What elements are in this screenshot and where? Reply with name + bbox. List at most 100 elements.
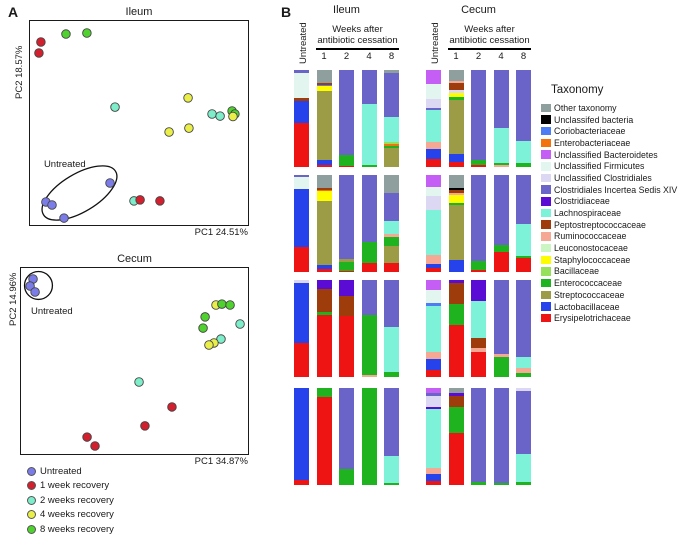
scatter-point xyxy=(82,432,92,442)
stacked-bar xyxy=(426,175,441,272)
weeks-header-line2: antibiotic cessation xyxy=(317,35,398,47)
bar-segment-lab xyxy=(294,101,309,124)
bar-ileum-title: Ileum xyxy=(333,4,360,16)
stacked-bar xyxy=(493,388,509,485)
bar-segment-ucl xyxy=(426,196,441,210)
bar-ileum-untreated-label: Untreated xyxy=(298,22,309,64)
taxonomy-label: Streptococcaceae xyxy=(554,289,625,300)
bar-group-cecum: Cecum Untreated Weeks after antibiotic c… xyxy=(426,0,532,543)
scatter-point xyxy=(228,111,238,122)
stacked-bar xyxy=(316,280,332,377)
recovery-legend-dot xyxy=(27,481,36,491)
recovery-legend-item: 2 weeks recovery xyxy=(27,493,114,508)
taxonomy-legend-item: Bacillaceae xyxy=(541,266,677,278)
scatter-point xyxy=(30,287,40,297)
bar-group-ileum: Ileum Untreated Weeks after antibiotic c… xyxy=(294,0,400,543)
bar-segment-oth xyxy=(384,175,399,194)
bar-segment-cis xyxy=(516,175,531,224)
recovery-legend-label: 4 weeks recovery xyxy=(40,509,114,521)
stacked-bar xyxy=(516,280,531,377)
bar-segment-ery xyxy=(294,123,309,167)
scatter-point xyxy=(140,421,150,431)
taxonomy-legend-item: Staphylococcaceae xyxy=(541,254,677,266)
taxonomy-legend-item: Lachnospiraceae xyxy=(541,207,677,219)
bar-segment-cis xyxy=(384,193,399,221)
taxonomy-legend-title: Taxonomy xyxy=(551,84,604,96)
scatter-point xyxy=(204,340,214,350)
stacked-bar xyxy=(493,175,509,272)
stacked-bar xyxy=(339,70,354,167)
bar-segment-ery xyxy=(448,324,464,377)
stacked-bar xyxy=(471,388,486,485)
bar-segment-cis xyxy=(516,280,531,357)
bar-segment-unb xyxy=(448,187,464,190)
bar-segment-bac xyxy=(426,280,441,290)
pca-ileum-title: Ileum xyxy=(125,6,153,18)
weeks-header-line2: antibiotic cessation xyxy=(449,35,530,47)
taxonomy-legend-item: Other taxonomy xyxy=(541,102,677,114)
scatter-point xyxy=(184,123,194,133)
bar-segment-cor xyxy=(426,303,441,307)
untreated-cluster-outline xyxy=(23,270,54,301)
bar-segment-enc xyxy=(361,388,377,485)
bar-segment-str xyxy=(384,245,399,264)
bar-segment-fir xyxy=(294,176,309,189)
bar-segment-clo xyxy=(316,280,332,289)
recovery-legend-item: 1 week recovery xyxy=(27,479,114,494)
bar-segment-rum xyxy=(448,80,464,83)
taxonomy-label: Bacillaceae xyxy=(554,266,599,277)
bar-segment-enc xyxy=(448,407,464,433)
bar-segment-enc xyxy=(384,483,399,485)
bar-segment-lac xyxy=(384,455,399,484)
bar-segment-lac xyxy=(516,223,531,256)
bar-segment-enc xyxy=(448,304,464,325)
bar-segment-ery xyxy=(339,271,354,272)
bar-segment-ery xyxy=(471,165,486,167)
bar-segment-ery xyxy=(294,343,309,377)
bar-segment-cis xyxy=(339,70,354,156)
stacked-bar xyxy=(384,280,399,377)
bar-segment-pep xyxy=(294,98,309,102)
bar-segment-enc xyxy=(339,155,354,167)
bar-segment-enc xyxy=(493,483,509,485)
taxonomy-legend-item: Leuconostocaceae xyxy=(541,242,677,254)
bar-segment-ery xyxy=(426,268,441,272)
bar-segment-oth xyxy=(448,388,464,393)
bar-segment-ucl xyxy=(516,388,531,391)
bar-segment-str xyxy=(448,205,464,261)
scatter-point xyxy=(183,93,193,103)
bar-segment-lab xyxy=(316,265,332,270)
scatter-point xyxy=(110,102,120,112)
taxonomy-label: Enterobacteriaceae xyxy=(554,137,631,148)
bar-segment-pep xyxy=(316,187,332,190)
bar-segment-ery xyxy=(316,165,332,167)
bar-segment-cis xyxy=(493,175,509,245)
bar-segment-ent xyxy=(316,189,332,192)
pca-ileum-y-axis-label: PC2 18.57% xyxy=(14,45,25,99)
stacked-bar xyxy=(471,280,486,377)
bar-segment-ucl xyxy=(448,90,464,94)
bar-segment-enc xyxy=(448,97,464,101)
bar-segment-cis xyxy=(339,175,354,260)
recovery-legend-item: 4 weeks recovery xyxy=(27,508,114,523)
recovery-legend-dot xyxy=(27,510,36,520)
bar-segment-cis xyxy=(384,72,399,117)
bar-segment-lab xyxy=(294,188,309,247)
stacked-bar xyxy=(384,175,399,272)
bar-segment-cis xyxy=(493,388,509,484)
bar-segment-rum xyxy=(361,375,377,377)
stacked-bar xyxy=(294,70,309,167)
bar-segment-pep xyxy=(471,338,486,348)
stacked-bar xyxy=(516,175,531,272)
taxonomy-label: Unclassified Clostridiales xyxy=(554,172,652,183)
scatter-point xyxy=(215,111,225,121)
pca-cecum-canvas: Untreated xyxy=(23,270,245,451)
scatter-point xyxy=(82,28,92,38)
week-column-label: 4 xyxy=(498,51,504,62)
scatter-point xyxy=(59,213,69,223)
scatter-point xyxy=(200,312,210,322)
stacked-bar xyxy=(384,70,399,167)
pca-cecum-x-axis-label: PC1 34.87% xyxy=(194,456,248,467)
taxonomy-label: Enterococcaceae xyxy=(554,278,622,289)
